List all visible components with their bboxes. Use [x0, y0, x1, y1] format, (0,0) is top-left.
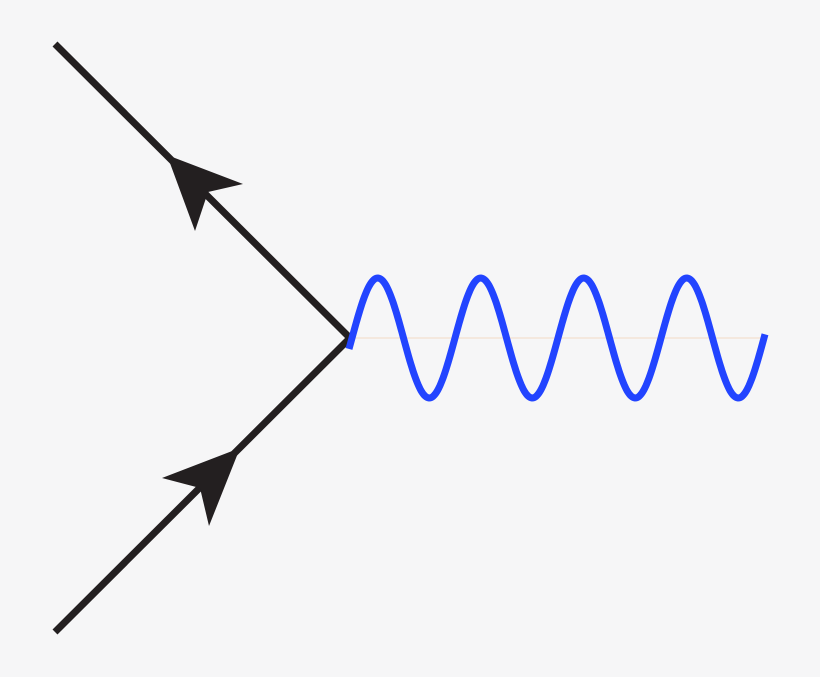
photon-wavy-line	[345, 274, 769, 402]
lower-arrowhead	[162, 448, 240, 526]
upper-arrowhead	[167, 155, 243, 231]
